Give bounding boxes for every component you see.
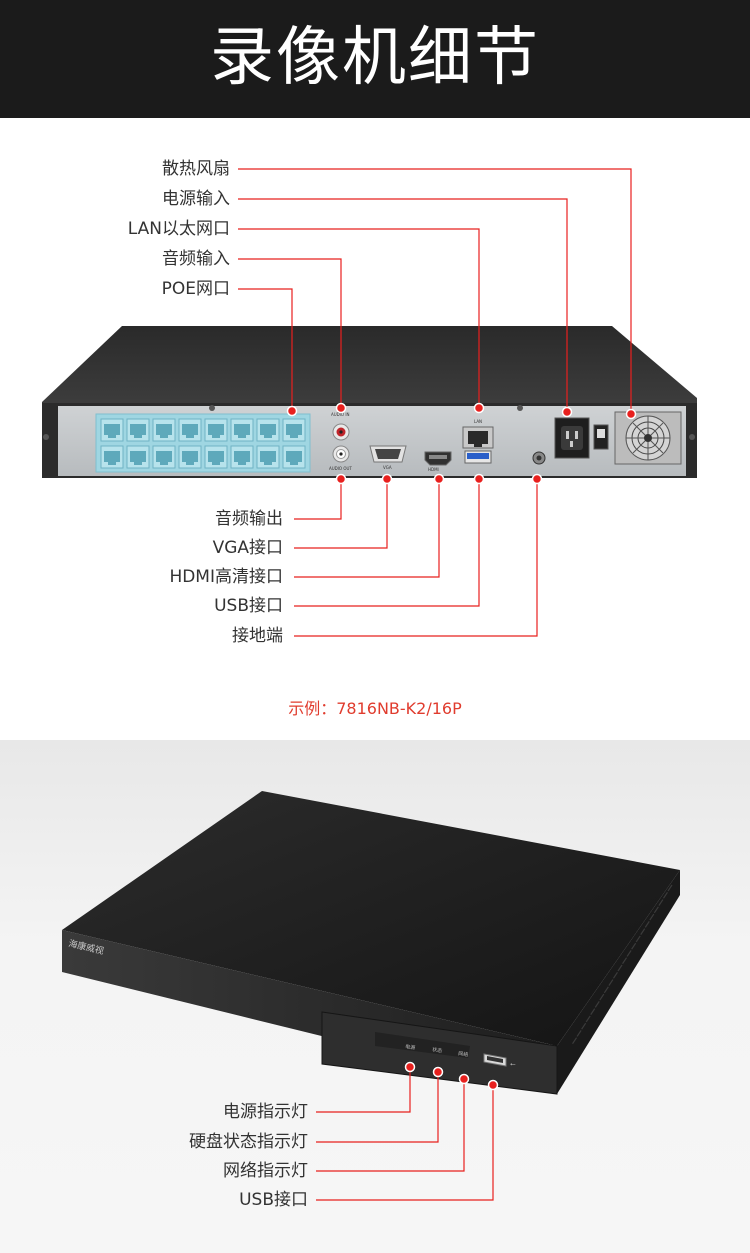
poe-port-icon xyxy=(100,445,124,469)
page-title: 录像机细节 xyxy=(210,21,540,95)
label-usb-port: USB接口 xyxy=(214,596,283,616)
vent-slit xyxy=(667,884,673,892)
vent-slit xyxy=(594,1001,600,1008)
label-cooling-fan: 散热风扇 xyxy=(162,159,230,179)
poe-port-icon xyxy=(256,418,280,442)
vent-slit xyxy=(572,1037,578,1045)
vent-slit xyxy=(617,964,623,972)
vent-slit xyxy=(635,935,641,943)
usb-symbol-icon: ⭠ xyxy=(510,1060,516,1068)
vent-slit xyxy=(590,1008,596,1015)
nvr-front-top xyxy=(62,791,680,1046)
vent-slit xyxy=(658,899,664,906)
audio-out-jack xyxy=(332,445,350,463)
front-callout-dots xyxy=(404,1061,499,1091)
ground-terminal-icon xyxy=(532,451,546,465)
vent-slit xyxy=(649,913,655,921)
poe-port-icon xyxy=(230,418,254,442)
label-vga-port: VGA接口 xyxy=(212,538,283,558)
label-ground-terminal: 接地端 xyxy=(232,626,283,646)
label-power-input: 电源输入 xyxy=(162,189,230,209)
status-indicator-text: 状态 xyxy=(432,1046,443,1054)
network-indicator-text: 网络 xyxy=(458,1050,469,1058)
nvr-front-view: 海康威视 电源 状态 网络 ⭠ xyxy=(62,791,680,1095)
vent-slit xyxy=(662,891,668,899)
poe-port-icon xyxy=(126,445,150,469)
svg-text:HDMI: HDMI xyxy=(428,467,439,472)
label-audio-input: 音频输入 xyxy=(162,249,230,269)
front-usb-port-icon xyxy=(483,1053,507,1067)
rear-callouts-bottom xyxy=(294,479,538,637)
vent-slit xyxy=(622,957,628,965)
front-callouts xyxy=(316,1068,494,1201)
vga-text: VGA xyxy=(383,465,392,470)
poe-ports-block xyxy=(95,413,311,473)
nvr-rear-view: AUDIO IN AUDIO OUT VGA HDMI LAN xyxy=(42,326,697,478)
poe-port-icon xyxy=(100,418,124,442)
ethernet-port-icon xyxy=(462,426,494,449)
rear-callouts-top xyxy=(238,168,632,412)
poe-port-icon xyxy=(204,418,228,442)
nvr-top-cover xyxy=(42,326,697,406)
label-poe-ports: POE网口 xyxy=(161,279,230,299)
lan-text: LAN xyxy=(474,419,482,424)
poe-port-icon xyxy=(204,445,228,469)
vent-slit xyxy=(599,993,605,1001)
label-front-usb-port: USB接口 xyxy=(239,1190,308,1210)
label-hdmi-port: HDMI高清接口 xyxy=(169,567,283,587)
vent-slit xyxy=(640,928,646,935)
vent-slit xyxy=(631,942,637,950)
model-caption: 示例：7816NB-K2/16P xyxy=(288,699,462,718)
vent-slit xyxy=(653,906,659,914)
vent-slit xyxy=(576,1030,582,1037)
audio-in-jack xyxy=(332,423,350,441)
label-hdd-status-indicator: 硬盘状态指示灯 xyxy=(189,1132,308,1152)
vent-slit xyxy=(626,950,632,957)
indicator-strip xyxy=(375,1032,470,1058)
poe-port-icon xyxy=(256,445,280,469)
vent-slit xyxy=(608,979,614,986)
power-socket-icon xyxy=(554,417,609,459)
audio-out-text: AUDIO OUT xyxy=(329,466,352,471)
hdmi-port-icon xyxy=(424,451,452,466)
power-indicator-text: 电源 xyxy=(405,1043,416,1051)
vent-slit xyxy=(585,1015,591,1023)
label-lan-port: LAN以太网口 xyxy=(127,219,230,239)
nvr-right-side xyxy=(557,870,680,1094)
audio-in-text: AUDIO IN xyxy=(331,412,350,417)
poe-port-icon xyxy=(178,445,202,469)
vent-slit xyxy=(603,986,609,994)
poe-port-icon xyxy=(178,418,202,442)
fan-icon xyxy=(614,411,682,465)
label-power-indicator: 电源指示灯 xyxy=(223,1102,308,1122)
poe-port-icon xyxy=(126,418,150,442)
poe-port-icon xyxy=(230,445,254,469)
usb-port-icon xyxy=(464,450,492,464)
rear-callout-dots xyxy=(286,402,637,485)
poe-port-icon xyxy=(152,445,176,469)
poe-port-icon xyxy=(152,418,176,442)
vent-slit xyxy=(612,971,618,979)
vent-slit xyxy=(644,921,650,928)
label-audio-output: 音频输出 xyxy=(215,509,283,529)
label-network-indicator: 网络指示灯 xyxy=(223,1161,308,1181)
vent-slit xyxy=(581,1022,587,1030)
poe-port-icon xyxy=(282,418,306,442)
poe-port-icon xyxy=(282,445,306,469)
header-bar: 录像机细节 xyxy=(0,0,750,118)
vga-port-icon xyxy=(369,445,407,463)
